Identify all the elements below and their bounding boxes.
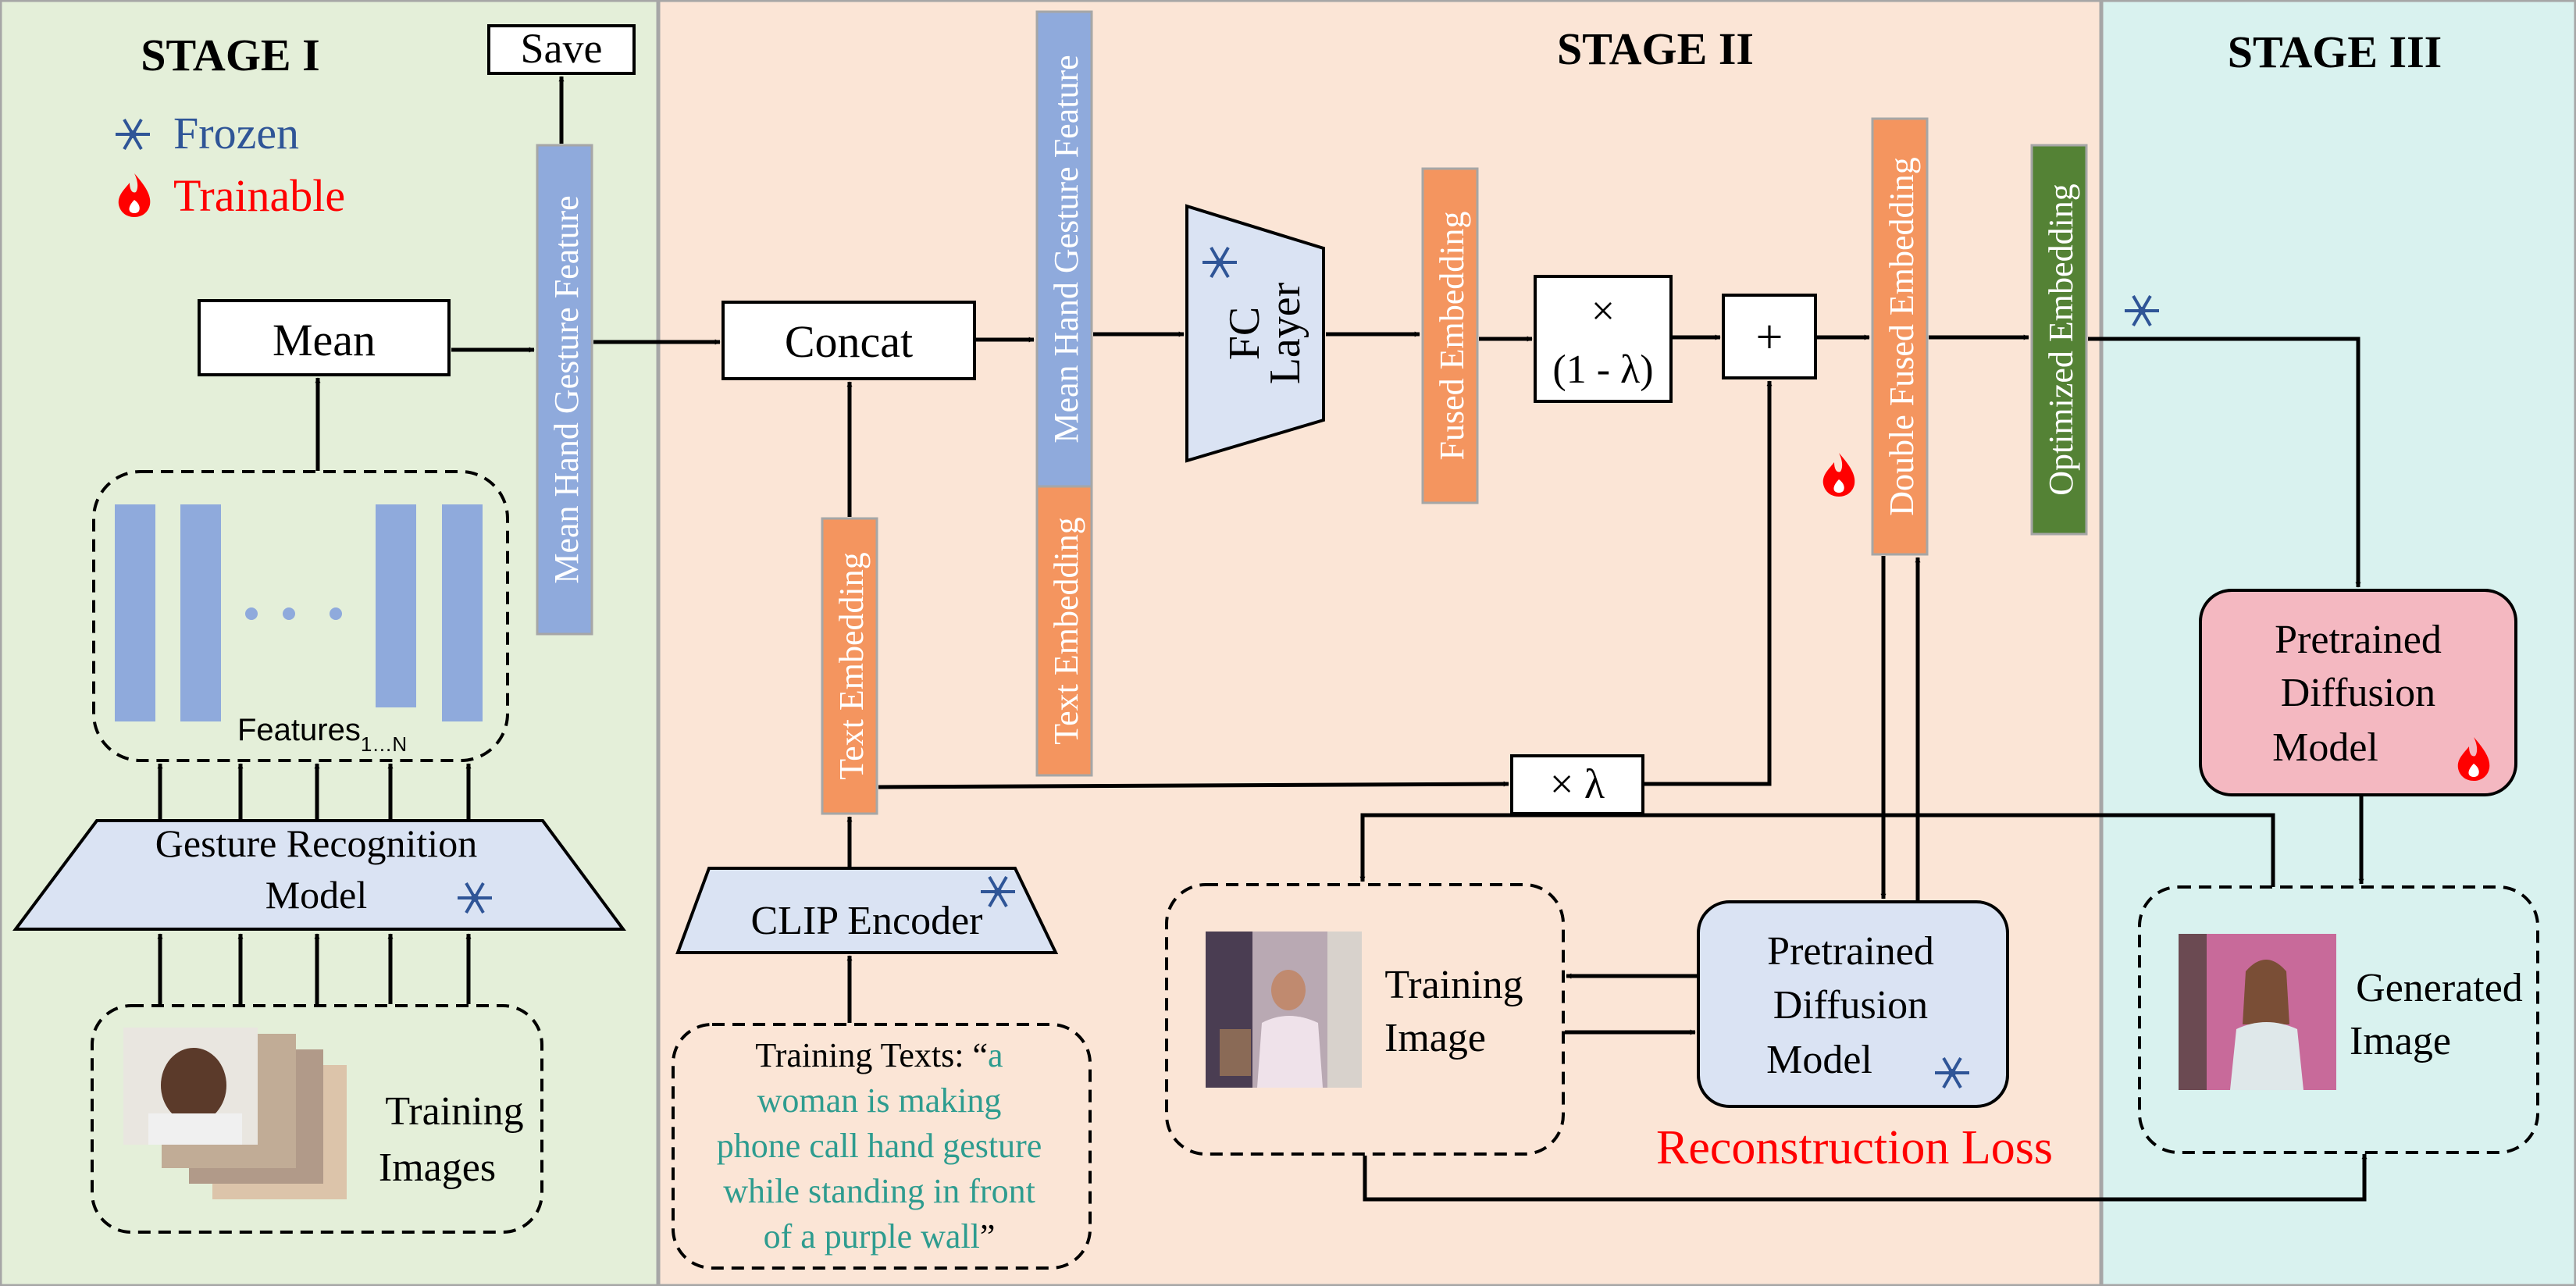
concat-label: Concat [785,316,913,367]
text-embedding-label: Text Embedding [832,552,871,779]
fused-embedding-label: Fused Embedding [1433,212,1471,461]
diffusion-trainable-line3: Model [2272,725,2378,770]
pretrained-diffusion-frozen [1697,900,2009,1108]
stage1-arrows [157,76,721,1004]
training-images-thumbnails [123,1028,347,1199]
diffusion-frozen-line1: Pretrained [1767,929,1934,974]
diffusion-trainable-line1: Pretrained [2275,618,2442,662]
fc-layer [1185,204,1325,463]
multiply-lambda-box [1510,754,1644,815]
training-images-line1: Training [385,1089,523,1134]
generated-image-line1: Generated [2356,966,2523,1010]
training-texts-line1: Training Texts: “a [755,1036,1003,1074]
concat-box [721,301,976,380]
stage3-title: STAGE III [2228,27,2442,77]
training-images-box [91,1004,543,1234]
times-lambda-label: × λ [1550,761,1605,807]
diffusion-frozen-line2: Diffusion [1773,983,1928,1028]
mean-feature-label-stage2: Mean Hand Gesture Feature [1047,55,1085,443]
diffusion-frozen-line3: Model [1766,1038,1872,1082]
double-fused-embedding-bar [1871,117,1929,556]
training-images-line2: Images [379,1145,496,1190]
fused-embedding-bar [1421,167,1479,504]
optimized-embedding-label: Optimized Embedding [2042,183,2080,496]
ellipsis-dot-1 [245,607,258,620]
ellipsis-dot-2 [283,607,295,620]
generated-image-box [2138,885,2539,1154]
training-image-line2: Image [1384,1016,1486,1060]
features-subscript: 1…N [361,732,407,756]
mean-label: Mean [273,315,376,365]
text-embedding-bar [821,517,878,815]
training-texts-box [672,1023,1092,1270]
training-image-line1: Training [1384,963,1523,1007]
stage2-arrows [846,331,2368,1202]
mean-box [198,299,451,376]
double-fused-embedding-label: Double Fused Embedding [1883,157,1921,516]
features-box [92,470,509,762]
fc-label-line1: FC [1220,307,1269,361]
features-label-bg [231,707,433,754]
mean-feature-bar-stage1 [536,144,593,636]
training-image-thumbnail [1206,932,1362,1088]
multiply-symbol: × [1591,287,1615,334]
save-box [487,24,636,75]
stage1-title: STAGE I [141,30,319,80]
generated-image-line2: Image [2350,1019,2451,1063]
features-label: Features1…N [237,713,407,756]
reconstruction-loss-label: Reconstruction Loss [1656,1121,2053,1174]
pretrained-diffusion-trainable [2199,589,2517,796]
training-image-box [1165,883,1565,1156]
save-label: Save [521,25,603,72]
multiply-one-minus-lambda-box [1534,275,1673,403]
text-embedding-bar-concat [1035,485,1093,777]
text-embedding-label-concat: Text Embedding [1047,517,1085,744]
plus-symbol: + [1756,311,1783,364]
stage3-arrows [2088,337,2364,885]
feature-bar-4 [442,504,483,721]
gesture-model-line2: Model [265,873,368,917]
gesture-model-line1: Gesture Recognition [155,821,477,865]
diffusion-trainable-line2: Diffusion [2281,671,2435,715]
stage2-title: STAGE II [1557,23,1754,74]
training-texts-line2: woman is making [757,1081,1002,1120]
training-texts-line4: while standing in front [723,1172,1035,1210]
ellipsis-dot-3 [330,607,342,620]
generated-image-thumbnail [2179,934,2336,1090]
plus-box [1722,294,1817,379]
legend-trainable: Trainable [173,170,345,221]
training-texts-line5: of a purple wall” [764,1217,996,1256]
one-minus-lambda: (1 - λ) [1552,347,1653,392]
clip-encoder-label: CLIP Encoder [751,899,983,943]
fc-label-line2: Layer [1261,282,1309,384]
feature-bar-1 [115,504,155,721]
legend-frozen: Frozen [173,108,299,159]
feature-bar-2 [180,504,221,721]
mean-feature-label-stage1: Mean Hand Gesture Feature [547,195,586,583]
clip-encoder [675,867,1059,954]
feature-bar-3 [376,504,416,721]
optimized-embedding-bar [2030,144,2088,536]
training-texts-line3: phone call hand gesture [717,1127,1042,1165]
